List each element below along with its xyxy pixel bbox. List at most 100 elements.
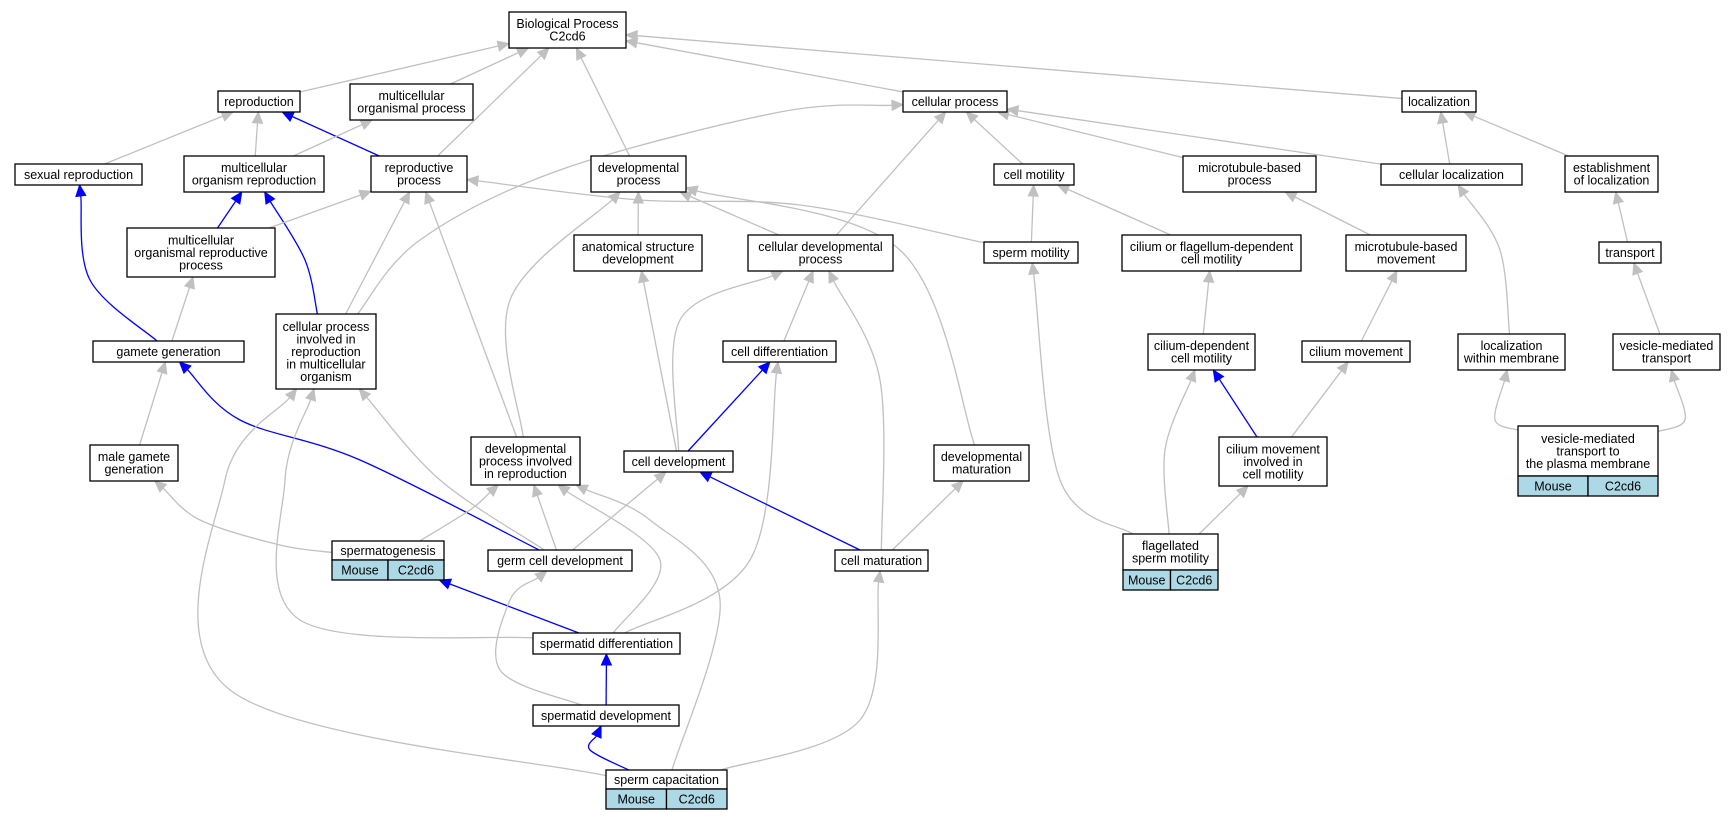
node-cd[interactable]: cell development <box>623 450 734 473</box>
arrowhead-icon <box>75 183 87 198</box>
node-label: process <box>179 258 223 272</box>
node-label: involved in <box>296 332 355 346</box>
node-label: generation <box>104 463 163 477</box>
arrowhead-icon <box>769 270 784 282</box>
node-box <box>1182 155 1317 193</box>
edge-morp-to-rp <box>268 194 361 229</box>
arrowhead-icon <box>465 175 480 187</box>
node-label: spermatogenesis <box>340 544 435 558</box>
arrowhead-icon <box>575 484 589 496</box>
arrowhead-icon <box>358 388 372 402</box>
edge-loc-to-bp <box>636 35 1403 100</box>
arrowhead-icon <box>1437 110 1449 125</box>
arrowhead-icon <box>1028 261 1040 276</box>
node-label: multicellular <box>168 233 234 247</box>
edge-mor-to-mop <box>293 124 363 157</box>
node-cmv[interactable]: cilium movement <box>1301 340 1411 363</box>
node-label: maturation <box>952 463 1011 477</box>
edge-fsm-to-cmic <box>1198 493 1241 535</box>
tag-mouse: Mouse <box>605 788 668 810</box>
node-cdf[interactable]: cell differentiation <box>722 340 837 363</box>
tag-cell <box>1587 475 1659 497</box>
node-box <box>217 90 301 113</box>
arrowhead-icon <box>156 360 168 375</box>
edge-sdf-to-cpim <box>275 399 534 639</box>
node-rep[interactable]: reproduction <box>217 90 301 113</box>
node-cp[interactable]: cellular process <box>902 90 1008 113</box>
node-sm[interactable]: sperm motility <box>983 241 1079 264</box>
node-label: anatomical structure <box>582 240 695 254</box>
node-box <box>1121 234 1302 272</box>
node-gg[interactable]: gamete generation <box>92 340 245 363</box>
node-label: flagellated <box>1142 539 1199 553</box>
node-label: sperm capacitation <box>614 773 719 787</box>
node-sdv[interactable]: spermatid development <box>532 704 680 727</box>
arrowhead-icon <box>251 110 264 124</box>
node-label: process <box>397 174 441 188</box>
arrowhead-icon <box>600 652 613 666</box>
edge-mop-to-bp <box>450 52 519 85</box>
node-cl[interactable]: cellular localization <box>1380 163 1523 186</box>
node-sdf[interactable]: spermatid differentiation <box>532 632 681 655</box>
edge-cfm-to-cm <box>1067 188 1172 236</box>
edge-cdf-to-cdp <box>783 280 810 342</box>
node-sr[interactable]: sexual reproduction <box>14 163 143 186</box>
node-label: male gamete <box>98 450 170 464</box>
edge-spg-to-mgg <box>162 487 333 554</box>
node-label: the plasma membrane <box>1526 457 1650 471</box>
edge-mor-to-rep <box>254 122 259 157</box>
edge-vmtp-to-lwm <box>1494 380 1519 431</box>
node-loc[interactable]: localization <box>1401 90 1477 113</box>
arrowhead-icon <box>515 47 530 59</box>
edge-cd-to-asd <box>642 281 678 452</box>
node-cm[interactable]: cell motility <box>993 163 1075 186</box>
node-box <box>1122 533 1219 571</box>
node-label: cell motility <box>1242 467 1304 481</box>
tag-c2cd6: C2cd6 <box>665 788 728 810</box>
node-label: microtubule-based <box>1198 161 1301 175</box>
node-box <box>1380 163 1523 186</box>
node-label: organism reproduction <box>192 174 316 188</box>
edge-cpim-to-rp <box>345 201 406 315</box>
edge-mgg-to-gg <box>138 372 163 446</box>
edge-fsm-to-cdm <box>1163 380 1192 535</box>
node-box <box>92 340 245 363</box>
arrowhead-icon <box>183 275 195 290</box>
arrowhead-icon <box>965 111 979 125</box>
node-tr[interactable]: transport <box>1598 241 1662 264</box>
node-box <box>370 155 468 193</box>
node-gcd[interactable]: germ cell development <box>487 549 633 572</box>
arrowhead-icon <box>770 360 783 375</box>
edge-cmic-to-cdm <box>1218 378 1258 438</box>
edge-mbp-to-cp <box>1008 113 1184 159</box>
node-cmat[interactable]: cell maturation <box>834 549 929 572</box>
edge-cmat-to-cdp <box>833 280 885 551</box>
edge-cmat-to-dm <box>891 488 956 551</box>
arrowhead-icon <box>532 483 543 498</box>
node-label: organismal process <box>357 102 465 116</box>
